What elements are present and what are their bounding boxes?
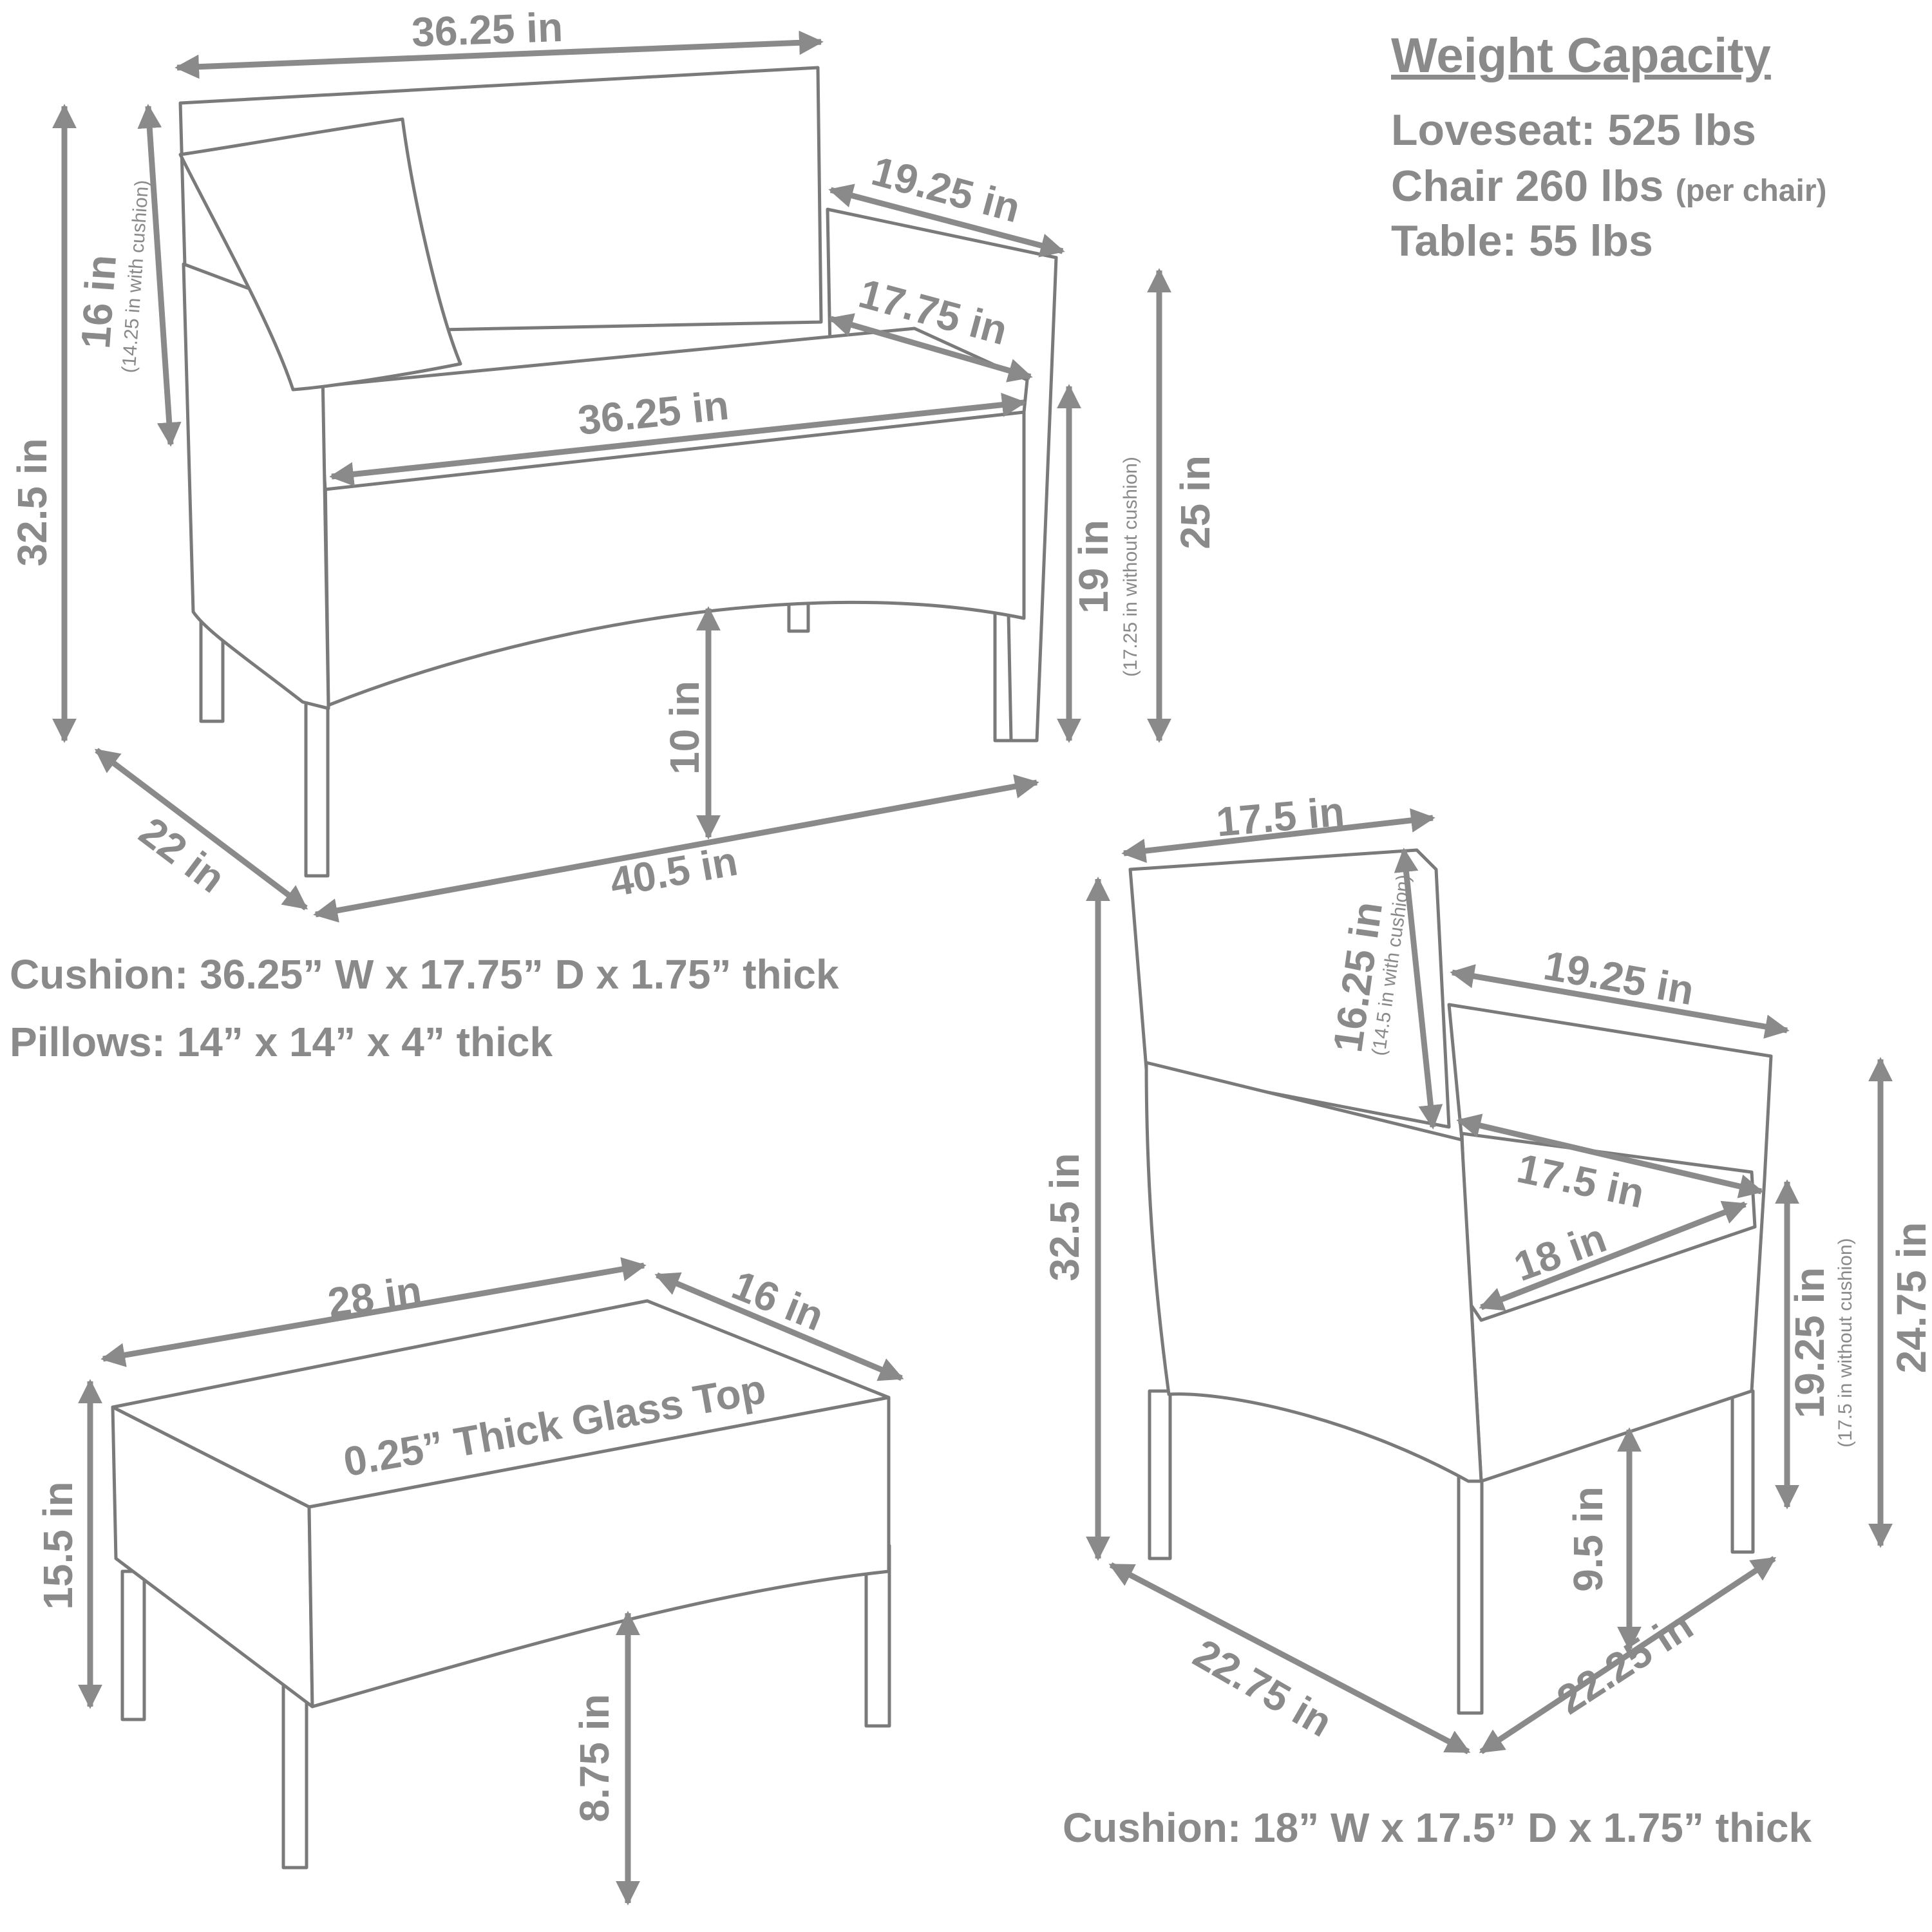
weight-capacity-title: Weight Capacity: [1391, 28, 1771, 83]
weight-chair-value: Chair 260 lbs: [1391, 162, 1663, 211]
arrow-loveseat-seat-width: [329, 392, 1027, 487]
label-table-width: 28 in: [325, 1267, 424, 1326]
label-chair-total-height: 32.5 in: [1041, 1153, 1088, 1281]
arrow-chair-back-width: [1121, 808, 1435, 863]
label-chair-depth: 22.25 in: [1549, 1602, 1701, 1723]
label-loveseat-arm-height: 25 in: [1172, 455, 1218, 549]
table-drawing: [111, 1299, 891, 1870]
label-chair-seat-height: 19.25 in: [1786, 1267, 1833, 1419]
arrow-loveseat-seat-depth: [828, 313, 1033, 383]
weight-loveseat: Loveseat: 525 lbs: [1391, 106, 1756, 155]
arrow-chair-seat-width: [1479, 1200, 1748, 1311]
arrow-loveseat-width: [313, 774, 1039, 923]
weight-table: Table: 55 lbs: [1391, 216, 1653, 265]
label-loveseat-seat-height-note: (17.25 in without cushion): [1120, 457, 1141, 677]
label-loveseat-depth: 22 in: [131, 808, 234, 902]
label-chair-arm-height: 24.75 in: [1888, 1222, 1932, 1374]
chair-leg: [1148, 1389, 1172, 1560]
arrow-table-width: [100, 1257, 647, 1367]
label-loveseat-clearance: 10 in: [661, 681, 708, 775]
label-chair-clearance: 9.5 in: [1565, 1486, 1611, 1592]
weight-chair: Chair 260 lbs (per chair): [1391, 162, 1827, 211]
arrow-loveseat-arm-depth: [828, 184, 1065, 258]
arrow-loveseat-back-height: [137, 104, 182, 447]
arrow-loveseat-top-width: [175, 30, 824, 79]
arrow-table-depth: [654, 1272, 904, 1381]
chair-left-arm: [1144, 1061, 1483, 1483]
chair-leg: [1457, 1473, 1484, 1715]
label-loveseat-seat-height: 19 in: [1070, 520, 1117, 614]
arrow-chair-depth: [1479, 1556, 1777, 1754]
arrow-loveseat-depth: [94, 748, 308, 911]
loveseat-cushion-spec: Cushion: 36.25” W x 17.75” D x 1.75” thi…: [10, 951, 839, 998]
arrow-chair-back-height: [1394, 848, 1443, 1130]
label-chair-back-width: 17.5 in: [1215, 788, 1347, 846]
arrow-chair-seat-depth: [1456, 1113, 1764, 1198]
label-table-clearance: 8.75 in: [571, 1694, 618, 1822]
chair-cushion-spec: Cushion: 18” W x 17.5” D x 1.75” thick: [1063, 1804, 1812, 1851]
arrow-chair-arm-depth: [1450, 964, 1790, 1039]
chair-leg: [1730, 1389, 1755, 1554]
table-leg: [120, 1569, 146, 1721]
label-loveseat-back-height: 16 in: [72, 253, 125, 350]
label-loveseat-width: 40.5 in: [607, 838, 741, 906]
loveseat-leg: [304, 681, 330, 878]
weight-chair-note: (per chair): [1676, 174, 1827, 208]
label-table-height: 15.5 in: [35, 1481, 81, 1609]
label-loveseat-total-height: 32.5 in: [9, 438, 55, 566]
arrow-chair-width: [1108, 1562, 1471, 1754]
loveseat-pillow: [178, 117, 462, 392]
label-loveseat-top-width: 36.25 in: [411, 4, 564, 55]
weight-capacity-block: Weight Capacity Loveseat: 525 lbs Chair …: [1391, 28, 1827, 265]
loveseat-pillow-spec: Pillows: 14” x 14” x 4” thick: [10, 1019, 553, 1065]
label-chair-seat-height-note: (17.5 in without cushion): [1835, 1238, 1856, 1447]
dimension-arrows: [52, 30, 1893, 1906]
